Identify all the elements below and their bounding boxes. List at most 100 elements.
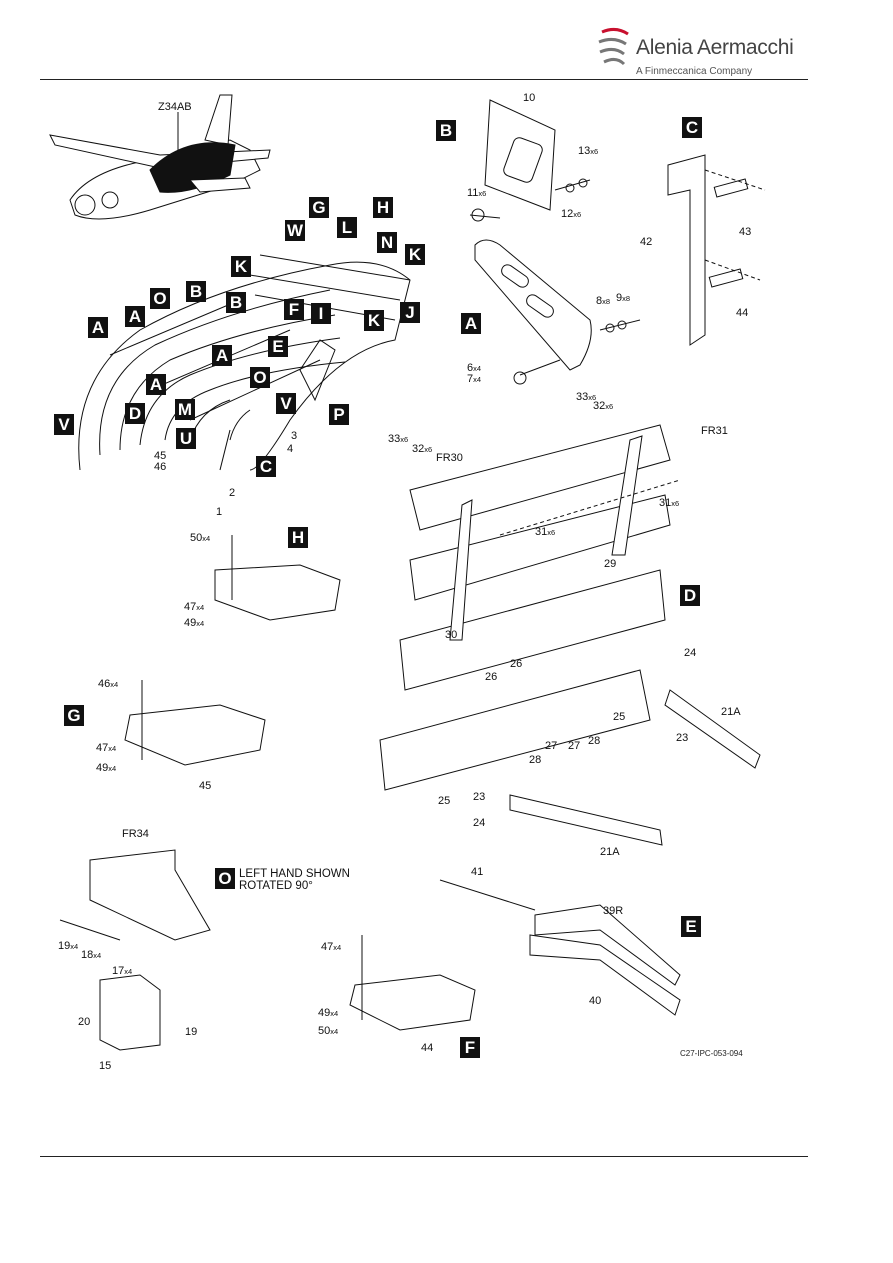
item-13: 13x6 — [578, 145, 599, 157]
view-c-drawing — [667, 154, 766, 346]
mount-plates-drawing — [124, 535, 476, 1031]
item-26-a: 26 — [510, 658, 523, 670]
item-35: 40 — [589, 995, 602, 1007]
flag-e: E — [268, 336, 288, 357]
item-31-a: 31x6 — [659, 497, 680, 509]
figure-reference: C27-IPC-053-094 — [680, 1049, 743, 1058]
flag-d: D — [125, 403, 145, 424]
item-18: 19x4 — [58, 940, 79, 952]
zone-label: Z34AB — [158, 101, 192, 113]
item-33-b: 33x6 — [388, 433, 409, 445]
flag-view-f: F — [460, 1037, 480, 1058]
flag-k3: K — [364, 310, 384, 331]
flag-o2: O — [250, 367, 270, 388]
item-29: 29 — [604, 558, 617, 570]
aircraft-drawing — [49, 94, 271, 220]
flag-k2: K — [231, 256, 251, 277]
flag-view-d: D — [680, 585, 700, 606]
item-21a-b: 21A — [600, 846, 620, 858]
item-38: 43 — [739, 226, 752, 238]
item-16: 17x4 — [112, 965, 133, 977]
flag-a4: A — [146, 374, 166, 395]
item-3: 3 — [291, 430, 298, 442]
flag-p: P — [329, 404, 349, 425]
item-34: 39R — [603, 905, 624, 917]
item-39m: 45 — [154, 450, 167, 462]
item-36: 41 — [471, 866, 484, 878]
view-d-drawing — [379, 424, 761, 846]
item-7: 7x4 — [467, 373, 482, 385]
flag-view-b: B — [436, 120, 456, 141]
item-24-b: 24 — [473, 817, 486, 829]
item-37: 42 — [640, 236, 653, 248]
view-e-drawing — [439, 879, 681, 1016]
flag-g: G — [309, 197, 329, 218]
flag-a2: A — [88, 317, 108, 338]
flag-h: H — [373, 197, 393, 218]
item-49: 50x4 — [190, 532, 211, 544]
flag-view-h: H — [288, 527, 308, 548]
item-21a-a: 21A — [721, 706, 741, 718]
flag-l: L — [337, 217, 357, 238]
item-15: 15 — [99, 1060, 112, 1072]
item-40: 44 — [421, 1042, 434, 1054]
item-33-a: 33x6 — [576, 391, 597, 403]
item-25-b: 25 — [438, 795, 451, 807]
item-11: 11x6 — [467, 187, 487, 199]
item-4: 4 — [287, 443, 294, 455]
item-39: 44 — [736, 307, 749, 319]
note-line-2: ROTATED 90° — [239, 880, 313, 892]
view-b-drawing — [469, 99, 591, 222]
item-12: 12x6 — [561, 208, 582, 220]
item-8: 8x8 — [596, 295, 611, 307]
flag-v1: V — [276, 393, 296, 414]
flag-a1: A — [125, 306, 145, 327]
flag-a3: A — [212, 345, 232, 366]
flag-b1: B — [186, 281, 206, 302]
flag-view-e: E — [681, 916, 701, 937]
item-23-a: 23 — [676, 732, 689, 744]
item-26-b: 26 — [485, 671, 498, 683]
item-20: 20 — [78, 1016, 91, 1028]
item-44: 45 — [199, 780, 212, 792]
brand-tagline: A Finmeccanica Company — [636, 66, 753, 77]
flag-c: C — [256, 456, 276, 477]
item-31-b: 31x6 — [535, 526, 556, 538]
item-43: 50x4 — [318, 1025, 339, 1037]
item-19: 19 — [185, 1026, 198, 1038]
flag-view-o: O — [215, 868, 235, 889]
frame-label-fr30: FR30 — [436, 452, 463, 464]
item-23-b: 23 — [473, 791, 486, 803]
company-logo — [596, 24, 796, 80]
item-47: 49x4 — [96, 762, 117, 774]
flag-b2: B — [226, 292, 246, 313]
item-32-b: 32x6 — [412, 443, 433, 455]
header-rule — [40, 79, 808, 80]
item-32-a: 32x6 — [593, 400, 614, 412]
footer-rule — [40, 1156, 808, 1157]
flag-k1: K — [405, 244, 425, 265]
view-o-drawing — [59, 849, 211, 1051]
flag-f: F — [284, 299, 304, 320]
item-42: 49x4 — [318, 1007, 339, 1019]
item-9: 9x8 — [616, 292, 631, 304]
frame-label-fr31: FR31 — [701, 425, 728, 437]
item-46: 47x4 — [96, 742, 117, 754]
flag-n: N — [377, 232, 397, 253]
flag-view-a: A — [461, 313, 481, 334]
item-45: 46x4 — [98, 678, 119, 690]
flag-view-c: C — [682, 117, 702, 138]
fuselage-frame-drawing — [78, 254, 411, 471]
flag-w: W — [285, 220, 305, 241]
item-27-a: 27 — [545, 740, 558, 752]
brand-name: Alenia Aermacchi — [636, 36, 794, 59]
item-24-a: 24 — [684, 647, 697, 659]
item-30: 30 — [445, 629, 458, 641]
item-2: 2 — [229, 487, 236, 499]
item-10: 10 — [523, 92, 536, 104]
item-28-b: 28 — [529, 754, 542, 766]
item-17: 18x4 — [81, 949, 102, 961]
flag-m: M — [175, 399, 195, 420]
item-6: 6x4 — [467, 362, 482, 374]
